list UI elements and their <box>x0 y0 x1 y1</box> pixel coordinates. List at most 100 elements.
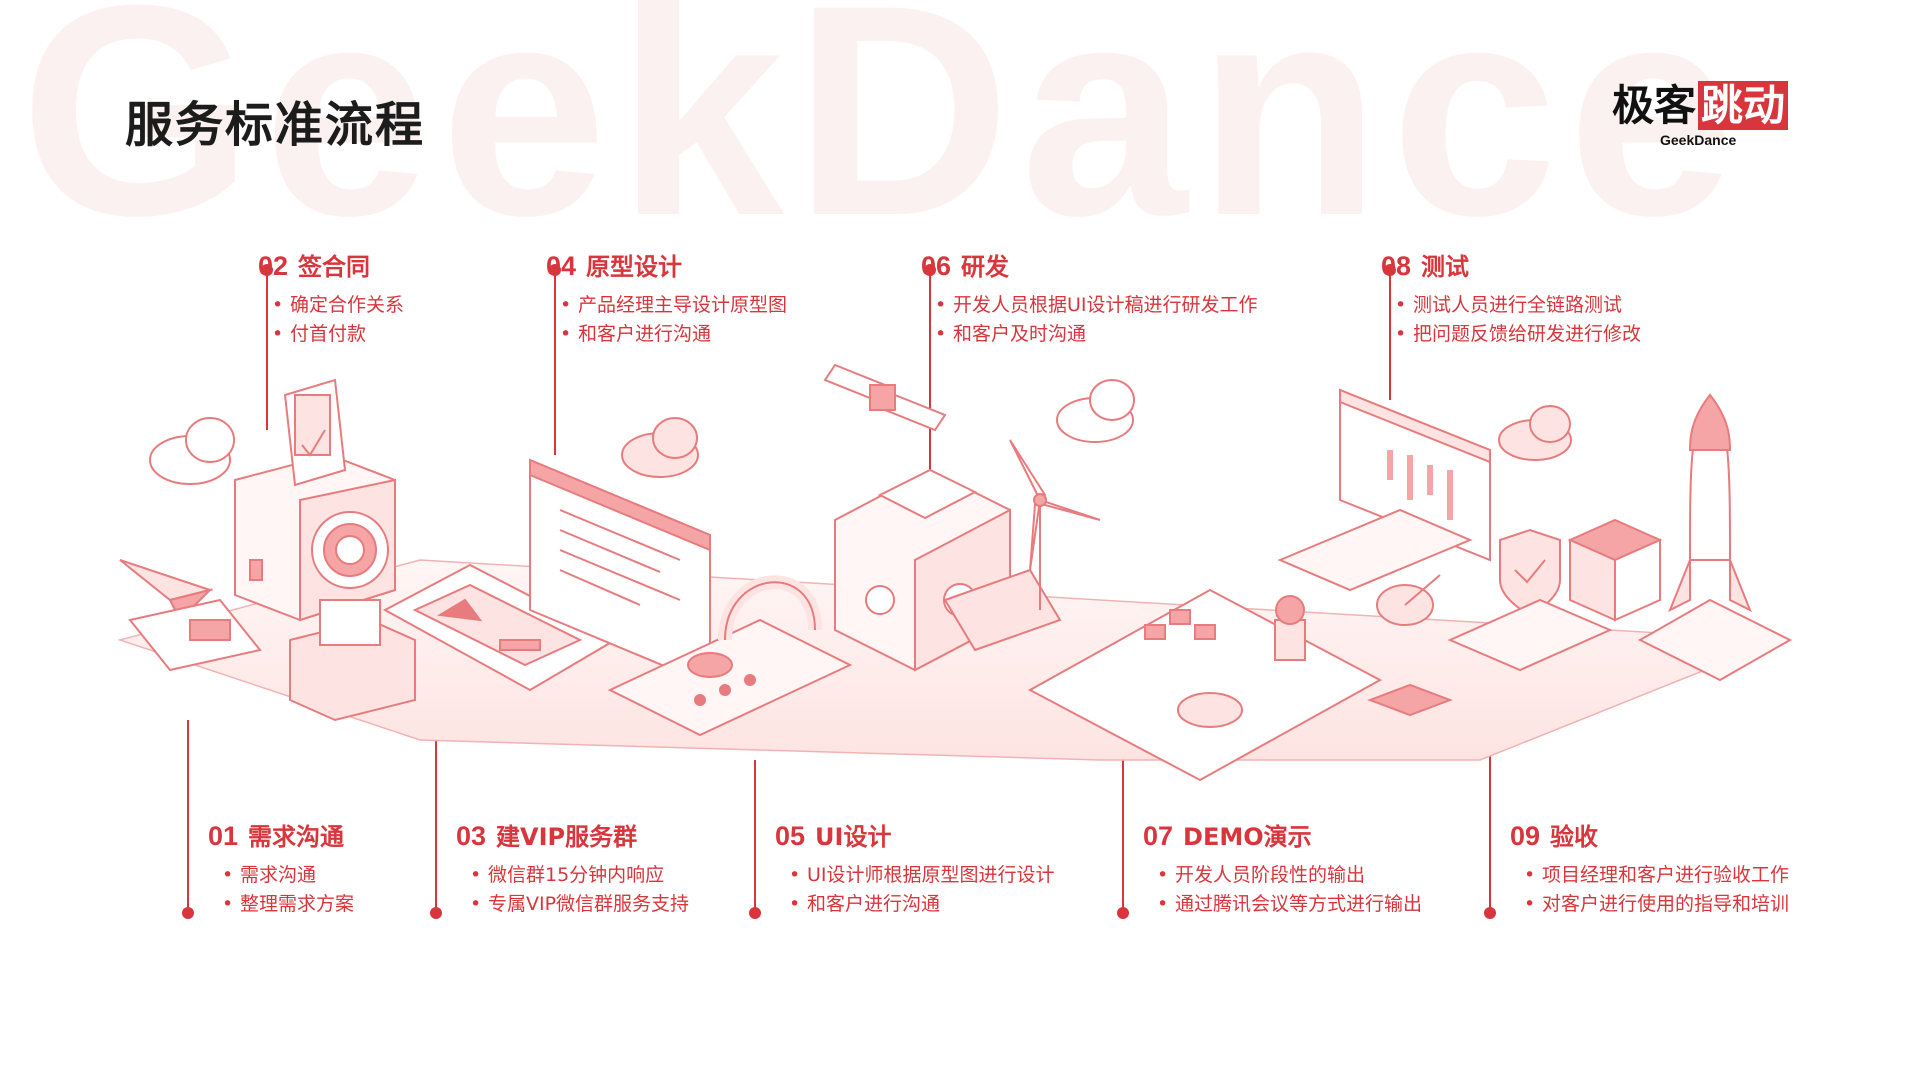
step-05: 05 UI设计 UI设计师根据原型图进行设计 和客户进行沟通 <box>775 820 1055 919</box>
chip-stack-icon <box>1567 518 1663 622</box>
step-heading: 02 签合同 <box>258 250 404 283</box>
step-title: DEMO演示 <box>1183 823 1312 851</box>
step-title: 建VIP服务群 <box>496 823 638 851</box>
cloud-icon-4 <box>1498 405 1572 461</box>
cloud-icon-2 <box>621 417 699 478</box>
logo-english: GeekDance <box>1660 132 1737 148</box>
circuit-board-icon <box>1027 588 1383 782</box>
logo-text-b: 跳动 <box>1698 81 1789 130</box>
step-01: 01 需求沟通 需求沟通 整理需求方案 <box>208 820 354 919</box>
bullet-item: UI设计师根据原型图进行设计 <box>789 861 1055 890</box>
connector-dot-06 <box>924 264 936 276</box>
browser-window-icon <box>529 458 711 687</box>
step-number: 03 <box>456 821 487 851</box>
step-number: 09 <box>1510 821 1541 851</box>
conveyor-arch-icon <box>607 575 853 737</box>
step-bullets: 开发人员阶段性的输出 通过腾讯会议等方式进行输出 <box>1143 861 1422 919</box>
cloud-icon-3 <box>1056 379 1135 443</box>
rocket-icon <box>1637 393 1793 682</box>
step-number: 06 <box>921 251 952 281</box>
connector-dot-05 <box>749 907 761 919</box>
step-title: 研发 <box>961 253 1010 281</box>
paper-plane-icon <box>119 559 262 672</box>
step-heading: 05 UI设计 <box>775 820 1055 853</box>
windmill-icon <box>1009 439 1101 610</box>
connector-dot-03 <box>430 907 442 919</box>
contract-machine-icon <box>234 378 396 622</box>
step-number: 04 <box>546 251 577 281</box>
file-box-icon <box>289 599 416 722</box>
connector-dot-02 <box>261 264 273 276</box>
bullet-item: 需求沟通 <box>222 861 354 890</box>
step-title: 验收 <box>1550 823 1599 851</box>
bullet-item: 和客户进行沟通 <box>789 890 1055 919</box>
logo-chinese: 极客跳动 <box>1612 78 1802 134</box>
step-bullets: 确定合作关系 付首付款 <box>258 291 404 349</box>
step-heading: 07 DEMO演示 <box>1143 820 1422 853</box>
bullet-item: 和客户进行沟通 <box>560 320 787 349</box>
step-heading: 08 测试 <box>1381 250 1641 283</box>
step-number: 05 <box>775 821 806 851</box>
connector-lines <box>182 264 1496 919</box>
step-06: 06 研发 开发人员根据UI设计稿进行研发工作 和客户及时沟通 <box>921 250 1258 349</box>
step-title: 需求沟通 <box>248 823 345 851</box>
bullet-item: 项目经理和客户进行验收工作 <box>1524 861 1789 890</box>
step-heading: 01 需求沟通 <box>208 820 354 853</box>
bullet-item: 开发人员根据UI设计稿进行研发工作 <box>935 291 1258 320</box>
step-title: UI设计 <box>815 823 892 851</box>
step-heading: 03 建VIP服务群 <box>456 820 689 853</box>
background-watermark: GeekDance <box>20 0 1745 278</box>
step-bullets: 产品经理主导设计原型图 和客户进行沟通 <box>546 291 787 349</box>
step-heading: 06 研发 <box>921 250 1258 283</box>
step-heading: 04 原型设计 <box>546 250 787 283</box>
step-07: 07 DEMO演示 开发人员阶段性的输出 通过腾讯会议等方式进行输出 <box>1143 820 1422 919</box>
bullet-item: 整理需求方案 <box>222 890 354 919</box>
step-title: 签合同 <box>298 253 371 281</box>
monitor-icon <box>1277 388 1491 592</box>
bullet-item: 对客户进行使用的指导和培训 <box>1524 890 1789 919</box>
step-02: 02 签合同 确定合作关系 付首付款 <box>258 250 404 349</box>
step-bullets: UI设计师根据原型图进行设计 和客户进行沟通 <box>775 861 1055 919</box>
step-08: 08 测试 测试人员进行全链路测试 把问题反馈给研发进行修改 <box>1381 250 1641 349</box>
step-number: 07 <box>1143 821 1174 851</box>
phone-icon <box>382 563 618 692</box>
shield-icon <box>1447 528 1613 672</box>
connector-dot-07 <box>1117 907 1129 919</box>
bullet-item: 付首付款 <box>272 320 404 349</box>
step-heading: 09 验收 <box>1510 820 1789 853</box>
connector-dot-08 <box>1384 264 1396 276</box>
step-number: 08 <box>1381 251 1412 281</box>
step-bullets: 需求沟通 整理需求方案 <box>208 861 354 919</box>
connector-dot-04 <box>549 264 561 276</box>
step-bullets: 开发人员根据UI设计稿进行研发工作 和客户及时沟通 <box>921 291 1258 349</box>
step-04: 04 原型设计 产品经理主导设计原型图 和客户进行沟通 <box>546 250 787 349</box>
bullet-item: 确定合作关系 <box>272 291 404 320</box>
bullet-item: 通过腾讯会议等方式进行输出 <box>1157 890 1422 919</box>
satellite-icon <box>823 363 947 432</box>
step-number: 01 <box>208 821 239 851</box>
brand-logo: 极客跳动 GeekDance <box>1612 78 1802 152</box>
bullet-item: 专属VIP微信群服务支持 <box>470 890 689 919</box>
bullet-item: 产品经理主导设计原型图 <box>560 291 787 320</box>
step-09: 09 验收 项目经理和客户进行验收工作 对客户进行使用的指导和培训 <box>1510 820 1789 919</box>
connector-dot-09 <box>1484 907 1496 919</box>
bullet-item: 和客户及时沟通 <box>935 320 1258 349</box>
bullet-item: 测试人员进行全链路测试 <box>1395 291 1641 320</box>
bullet-item: 开发人员阶段性的输出 <box>1157 861 1422 890</box>
step-bullets: 项目经理和客户进行验收工作 对客户进行使用的指导和培训 <box>1510 861 1789 919</box>
step-number: 02 <box>258 251 289 281</box>
step-title: 测试 <box>1421 253 1470 281</box>
connector-dot-01 <box>182 907 194 919</box>
dev-machine-icon <box>834 468 1062 672</box>
step-bullets: 微信群15分钟内响应 专属VIP微信群服务支持 <box>456 861 689 919</box>
step-03: 03 建VIP服务群 微信群15分钟内响应 专属VIP微信群服务支持 <box>456 820 689 919</box>
cloud-icon <box>149 417 235 485</box>
bullet-item: 微信群15分钟内响应 <box>470 861 689 890</box>
step-bullets: 测试人员进行全链路测试 把问题反馈给研发进行修改 <box>1381 291 1641 349</box>
logo-text-a: 极客 <box>1612 81 1697 130</box>
page-title: 服务标准流程 <box>125 97 426 153</box>
step-title: 原型设计 <box>586 253 683 281</box>
satellite-dish-icon <box>1367 574 1453 717</box>
bullet-item: 把问题反馈给研发进行修改 <box>1395 320 1641 349</box>
